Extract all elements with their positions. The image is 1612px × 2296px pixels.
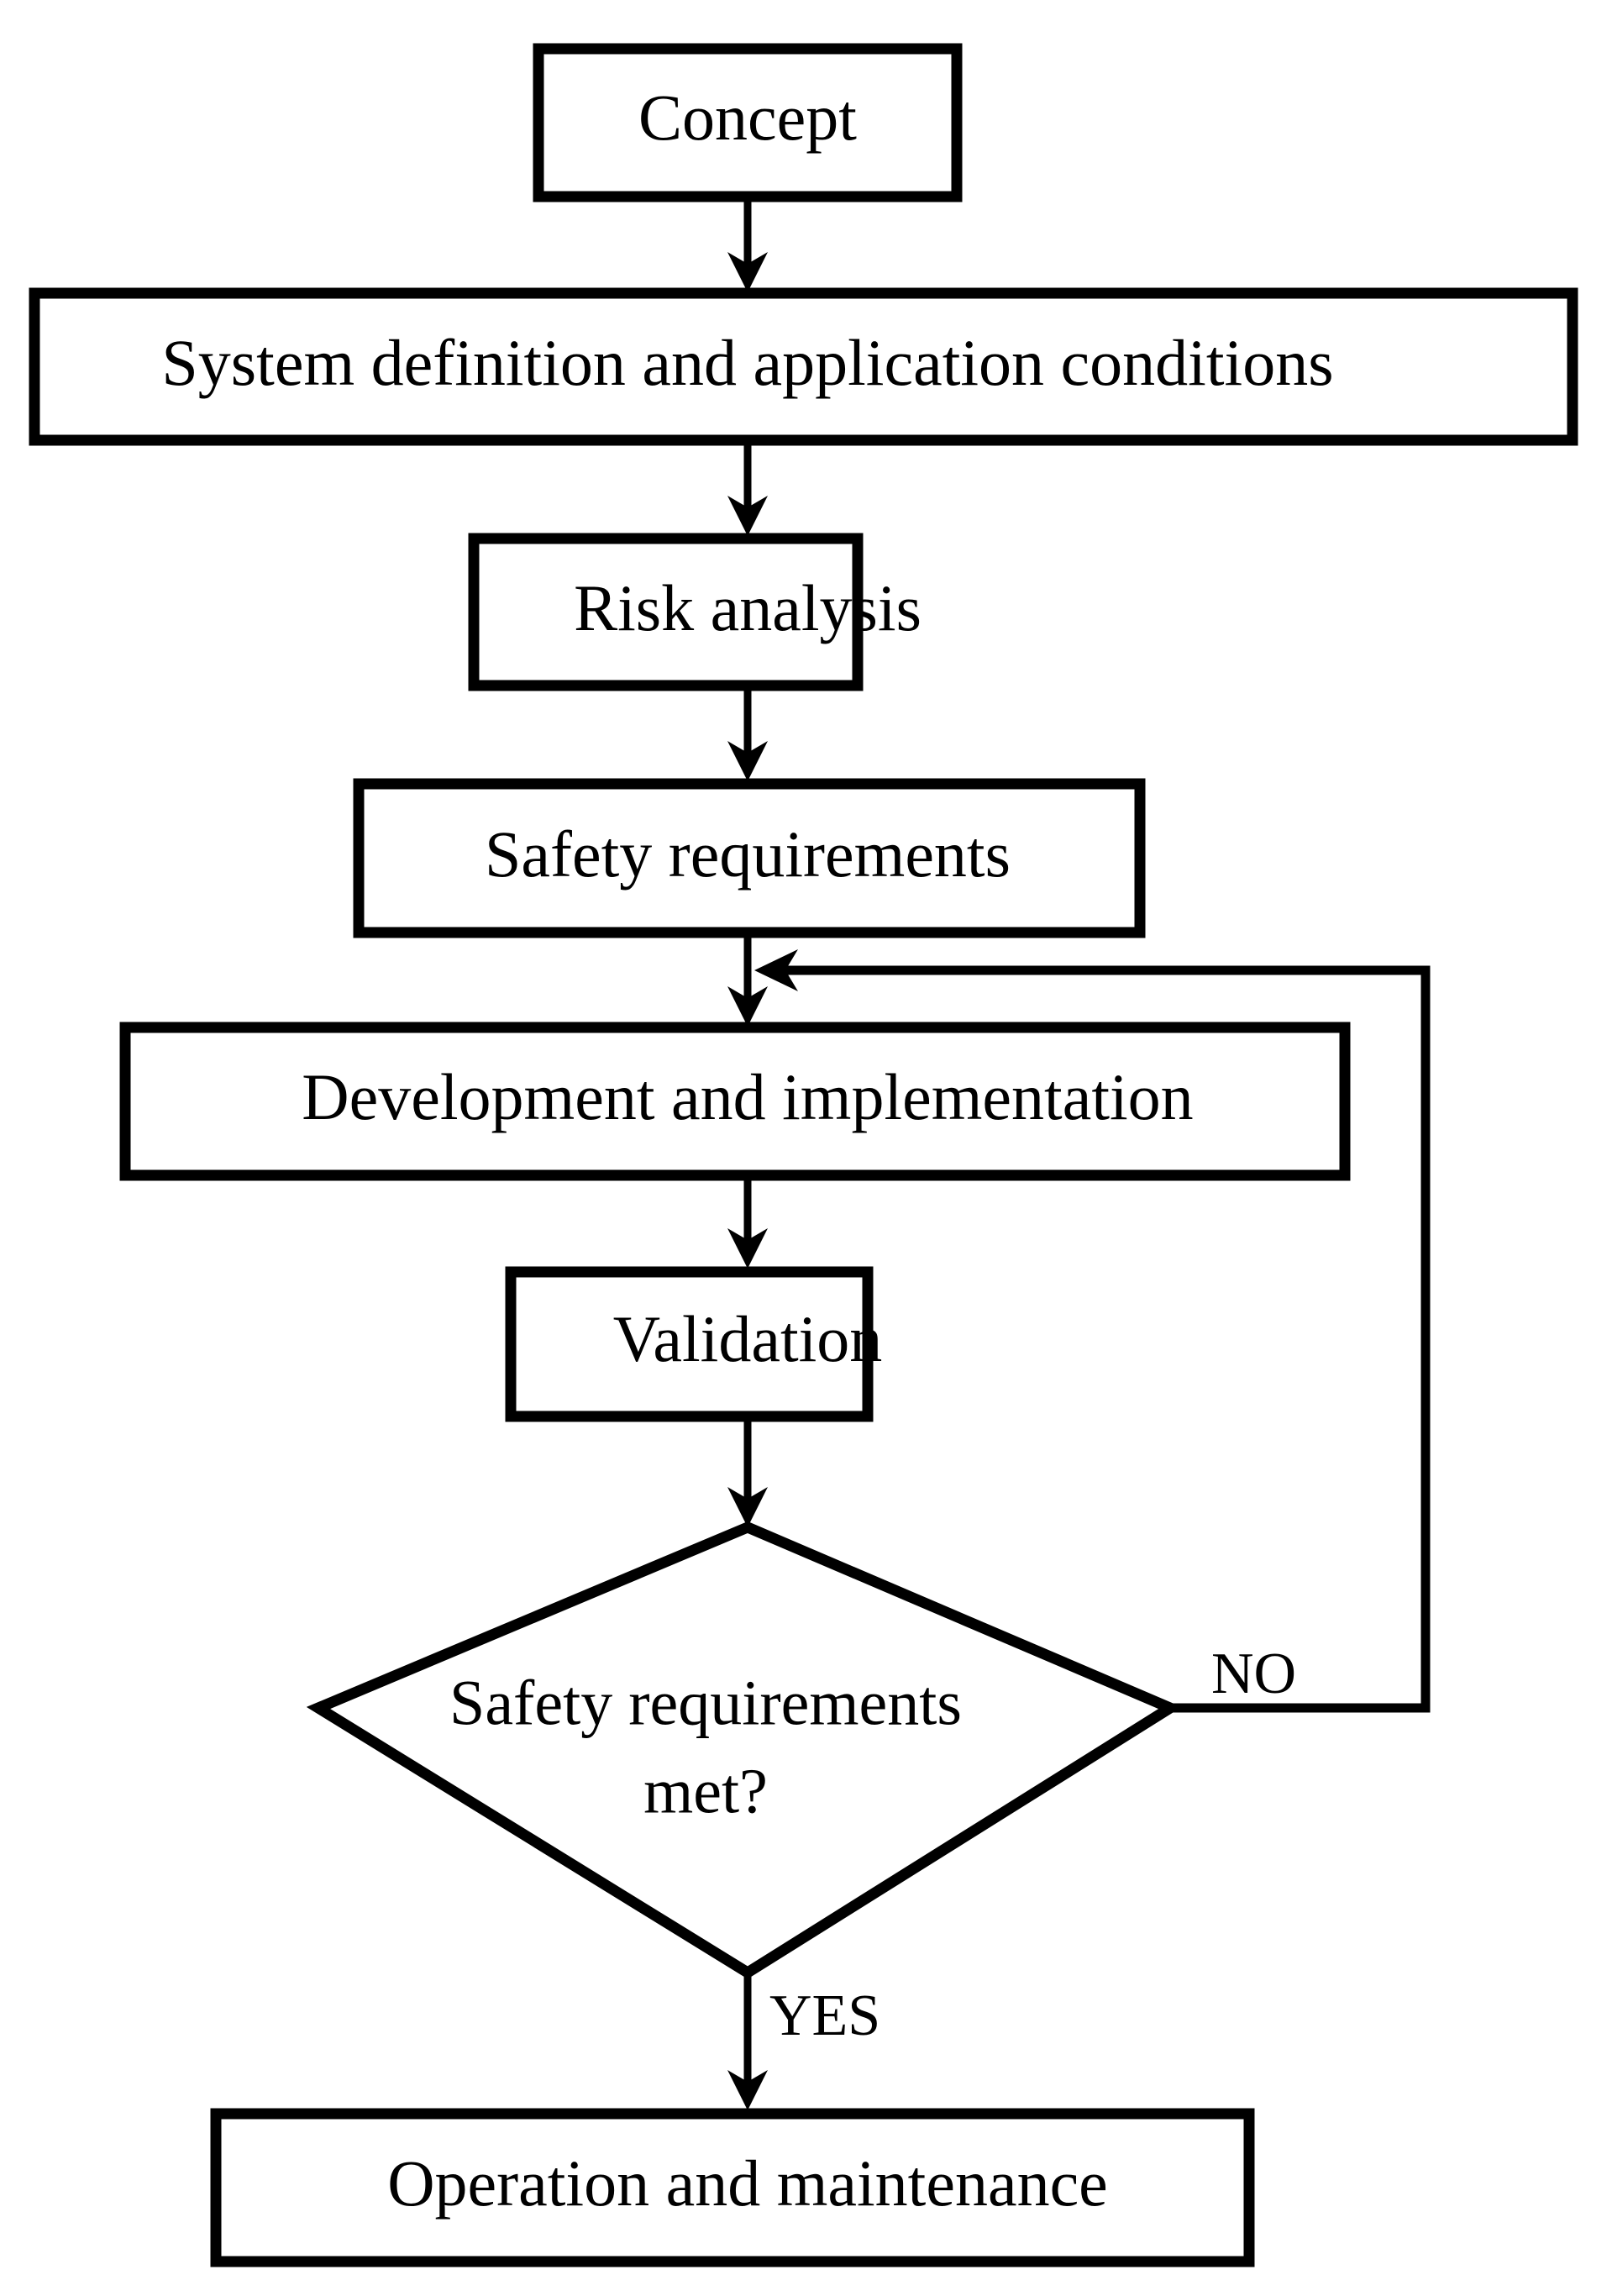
arrow-head-icon — [727, 1487, 768, 1527]
node-system-definition[interactable]: System definition and application condit… — [29, 287, 1578, 446]
edge-sysdef-to-risk — [727, 445, 768, 536]
node-decision-safety-requirements-met[interactable]: Safety requirements met? — [306, 1521, 1182, 1979]
arrow-head-icon — [727, 1228, 768, 1269]
node-safety-requirements-shape[interactable] — [353, 778, 1146, 938]
edge-develop-to-validation — [727, 1180, 768, 1269]
arrow-head-icon — [727, 2070, 768, 2110]
node-system-definition-label: System definition and application condit… — [161, 326, 1333, 399]
node-operation-maintenance-label: Operation and maintenance — [387, 2146, 1108, 2220]
edge-decision-yes — [727, 1974, 768, 2110]
node-concept[interactable]: Concept — [533, 43, 963, 202]
edge-concept-to-sysdef — [727, 202, 768, 292]
node-decision-label-line2: met? — [643, 1756, 768, 1826]
edge-label-no: NO — [1211, 1642, 1296, 1706]
edge-label-yes: YES — [769, 1983, 880, 2048]
node-validation[interactable]: Validation — [505, 1266, 883, 1422]
node-decision-shape[interactable] — [306, 1521, 1182, 1979]
node-development[interactable]: Development and implementation — [119, 1022, 1351, 1181]
arrow-head-icon — [727, 741, 768, 781]
node-validation-label: Validation — [613, 1302, 883, 1375]
node-safety-requirements-label: Safety requirements — [485, 817, 1011, 891]
node-operation-maintenance-shape[interactable] — [210, 2108, 1255, 2267]
node-risk-analysis[interactable]: Risk analysis — [468, 533, 922, 691]
edge-validation-to-decision — [727, 1421, 768, 1527]
edge-risk-to-safetyreq — [727, 691, 768, 781]
arrow-head-icon — [727, 496, 768, 536]
node-operation-maintenance[interactable]: Operation and maintenance — [210, 2108, 1255, 2267]
node-development-shape[interactable] — [119, 1022, 1351, 1181]
edge-decision-no-loop — [754, 949, 1431, 1713]
arrow-head-icon — [727, 252, 768, 292]
node-decision-label-line1: Safety requirements — [449, 1668, 962, 1738]
node-validation-shape[interactable] — [505, 1266, 874, 1422]
node-concept-label: Concept — [638, 81, 857, 154]
node-development-label: Development and implementation — [302, 1060, 1193, 1133]
node-risk-analysis-shape[interactable] — [468, 533, 864, 691]
node-safety-requirements[interactable]: Safety requirements — [353, 778, 1146, 938]
arrow-head-icon — [727, 986, 768, 1027]
node-system-definition-shape[interactable] — [29, 287, 1578, 446]
node-concept-shape[interactable] — [533, 43, 963, 202]
arrow-head-icon — [754, 949, 798, 991]
node-risk-analysis-label: Risk analysis — [574, 571, 922, 644]
edge-safetyreq-to-develop — [727, 938, 768, 1027]
